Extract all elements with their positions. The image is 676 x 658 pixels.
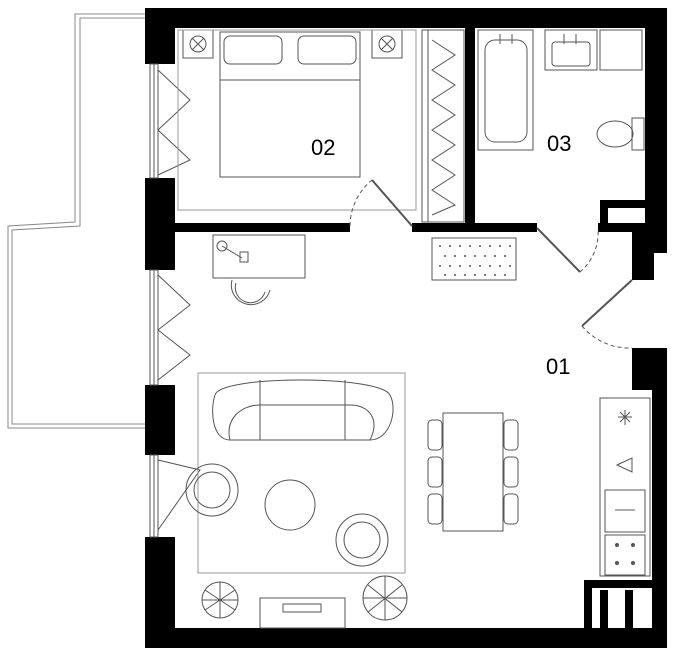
washbasin <box>544 29 598 71</box>
bed <box>219 31 361 178</box>
coffee-table <box>264 479 316 531</box>
dining-chairs <box>427 419 519 525</box>
living-rug <box>197 372 406 574</box>
balcony <box>7 13 145 429</box>
desk-chair <box>230 279 271 306</box>
exterior-walls <box>145 8 667 648</box>
bedroom-door <box>349 179 413 227</box>
room-label-02: 02 <box>311 135 336 160</box>
armchair-right <box>335 513 389 567</box>
desk <box>212 234 306 279</box>
room-label-03: 03 <box>547 131 572 156</box>
interior-walls <box>175 24 648 232</box>
windows <box>149 63 201 538</box>
kitchen-counter <box>599 397 651 577</box>
sofa <box>212 379 394 441</box>
wardrobe <box>421 29 465 223</box>
bath-door <box>536 227 599 273</box>
tv-console <box>259 597 346 629</box>
bathtub <box>477 29 534 151</box>
bedroom-outline <box>177 29 417 211</box>
room-label-01: 01 <box>546 354 571 379</box>
nightstand-left <box>182 29 214 59</box>
nightstand-right <box>371 29 403 59</box>
entrance-door <box>581 279 633 349</box>
toilet <box>596 117 645 151</box>
plant-left <box>201 581 239 619</box>
rug-dots <box>439 245 511 276</box>
hob-burners <box>615 543 635 565</box>
shelf <box>599 29 643 71</box>
armchair-left <box>185 463 239 517</box>
plant-right <box>362 575 408 621</box>
rug <box>431 237 517 281</box>
dining-table <box>442 412 504 532</box>
